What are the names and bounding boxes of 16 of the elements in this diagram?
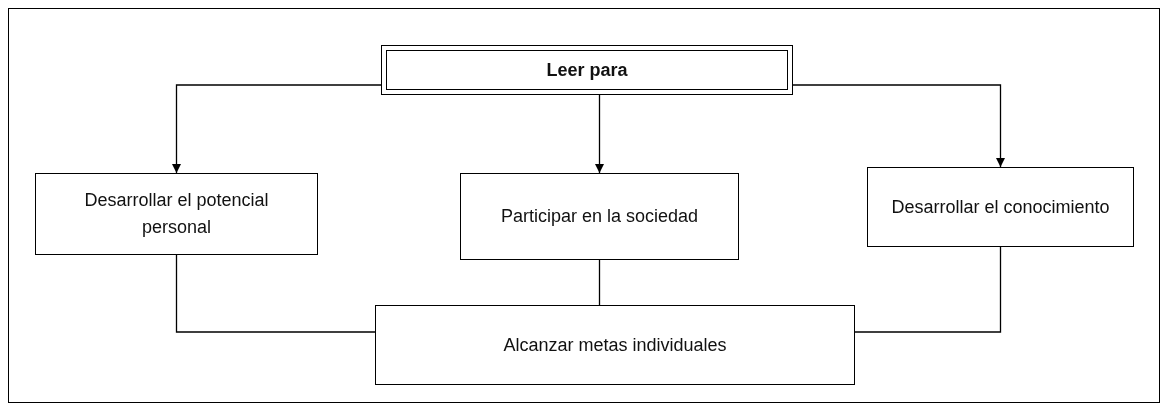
process-box [460,173,739,260]
box-text: Desarrollar el potencial personal [83,189,270,239]
heading-text: Leer para [545,58,629,82]
arrow [595,94,604,174]
box-text: Participar en la sociedad [499,205,700,228]
arrow [172,84,382,174]
connector-line [175,254,376,333]
box-text: Desarrollar el conocimiento [890,195,1111,219]
process-box [35,173,318,255]
connector-line [854,246,1002,333]
arrow [792,84,1005,168]
process-box [867,167,1134,247]
heading-box [381,45,793,95]
result-box [375,305,855,385]
box-text: Alcanzar metas individuales [502,333,728,357]
connector-line [598,259,601,306]
